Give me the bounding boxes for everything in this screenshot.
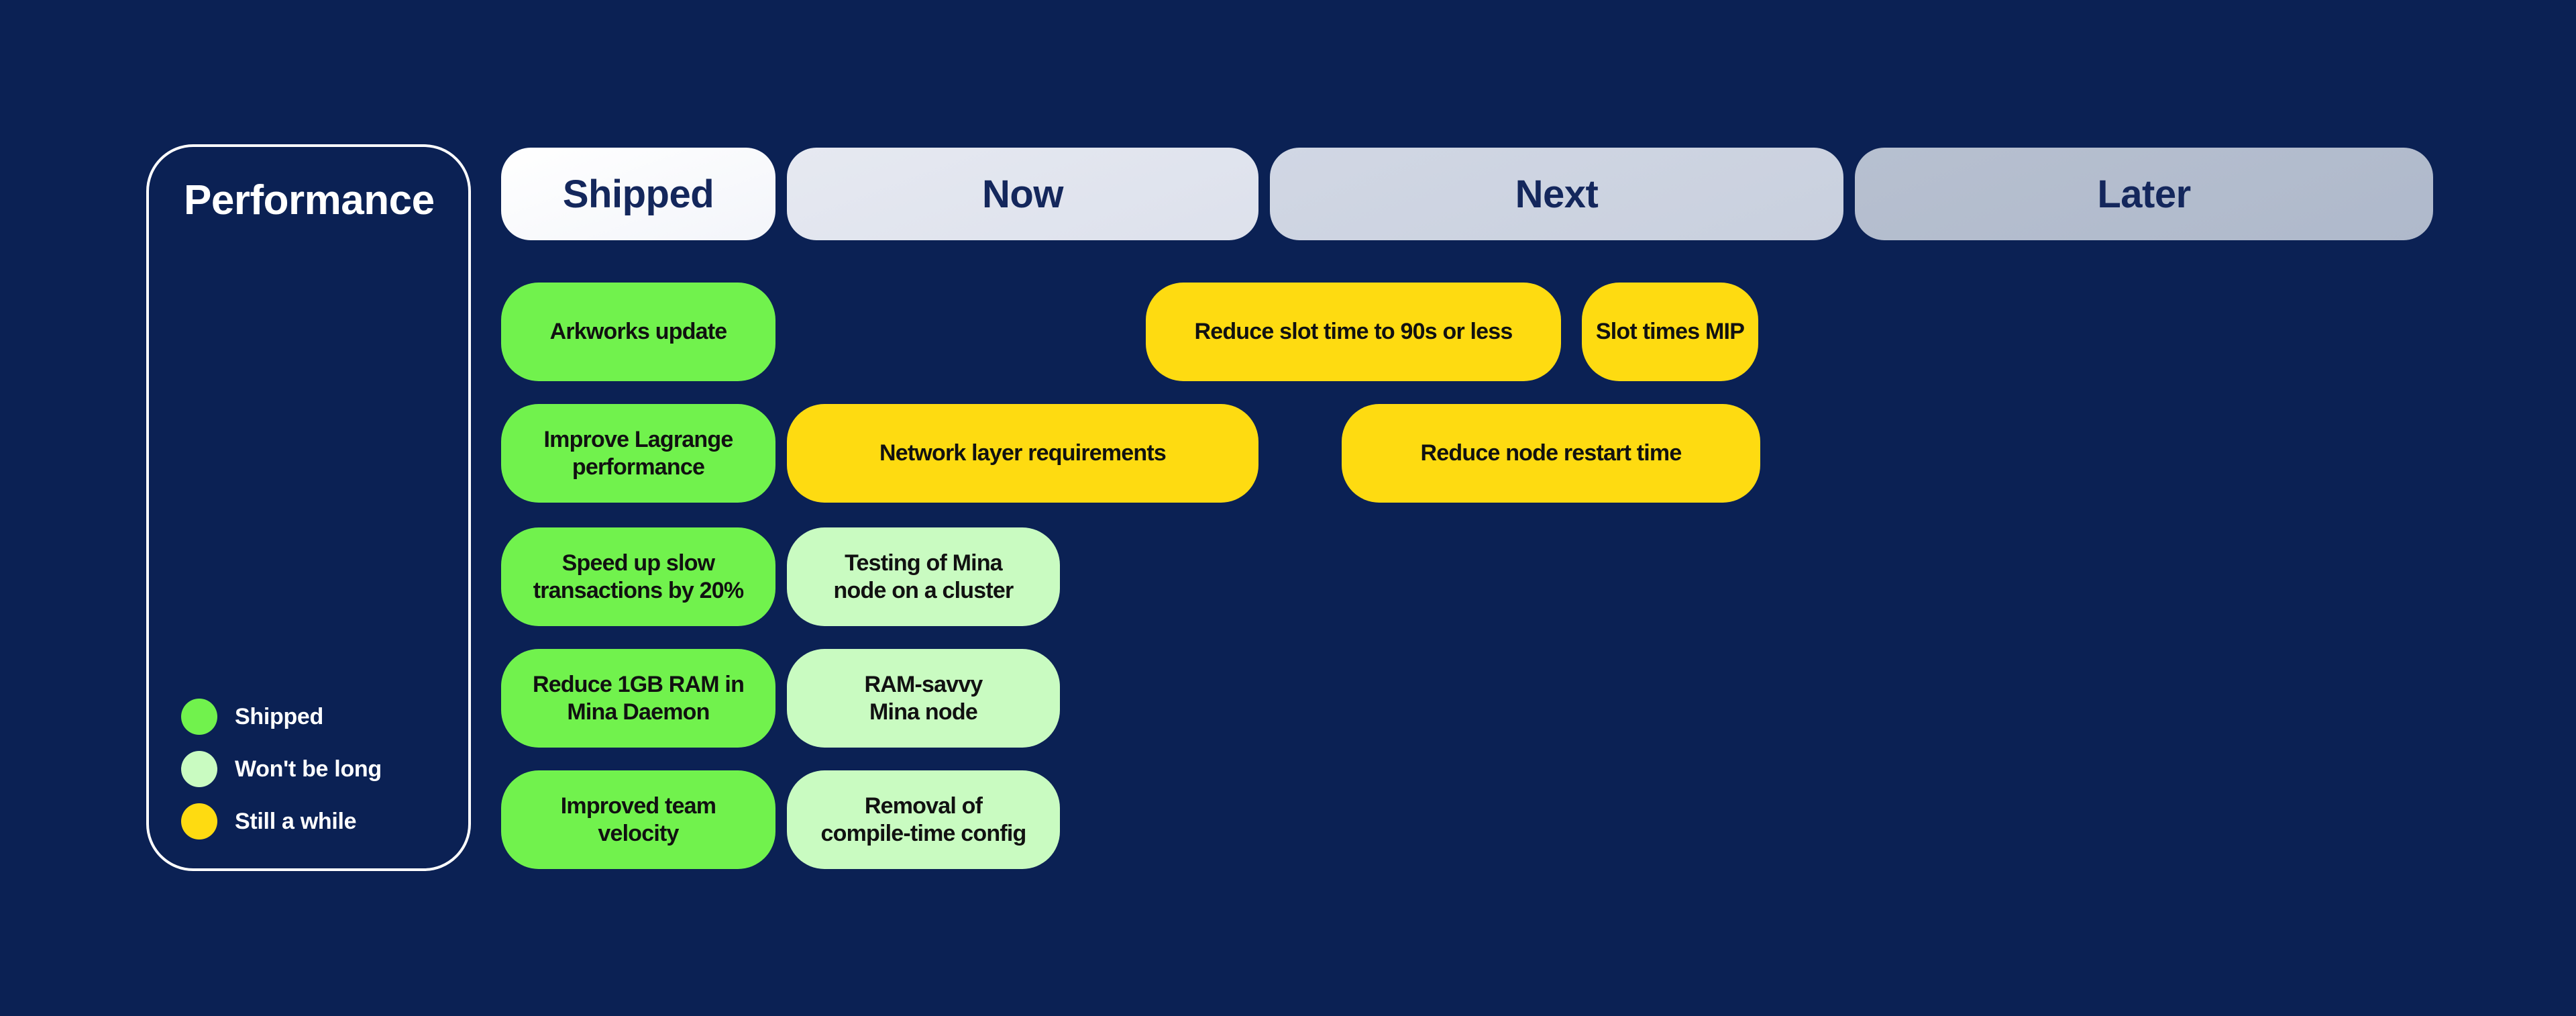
roadmap-card[interactable]: Reduce slot time to 90s or less xyxy=(1146,283,1561,381)
legend-dot-wont-be-long xyxy=(181,751,217,787)
roadmap-card[interactable]: Arkworks update xyxy=(501,283,775,381)
legend-item-still-a-while: Still a while xyxy=(181,803,382,840)
column-header-shipped: Shipped xyxy=(501,148,775,240)
roadmap-card[interactable]: Slot times MIP xyxy=(1582,283,1758,381)
roadmap-card[interactable]: Network layer requirements xyxy=(787,404,1258,503)
roadmap-card[interactable]: Speed up slow transactions by 20% xyxy=(501,527,775,626)
roadmap-card[interactable]: Reduce 1GB RAM in Mina Daemon xyxy=(501,649,775,748)
legend-item-wont-be-long: Won't be long xyxy=(181,751,382,787)
column-header-later: Later xyxy=(1855,148,2433,240)
column-header-now: Now xyxy=(787,148,1258,240)
legend-dot-still-a-while xyxy=(181,803,217,840)
legend-label: Still a while xyxy=(235,808,357,834)
legend-label: Won't be long xyxy=(235,756,382,782)
legend-item-shipped: Shipped xyxy=(181,699,382,735)
category-panel: Performance Shipped Won't be long Still … xyxy=(146,144,471,871)
panel-title: Performance xyxy=(184,177,435,223)
legend: Shipped Won't be long Still a while xyxy=(181,699,382,840)
roadmap-card[interactable]: Testing of Mina node on a cluster xyxy=(787,527,1060,626)
legend-dot-shipped xyxy=(181,699,217,735)
roadmap-card[interactable]: RAM-savvy Mina node xyxy=(787,649,1060,748)
roadmap-card[interactable]: Improve Lagrange performance xyxy=(501,404,775,503)
column-header-next: Next xyxy=(1270,148,1843,240)
roadmap-card[interactable]: Improved team velocity xyxy=(501,770,775,869)
roadmap-card[interactable]: Reduce node restart time xyxy=(1342,404,1760,503)
legend-label: Shipped xyxy=(235,703,324,729)
roadmap-card[interactable]: Removal of compile-time config xyxy=(787,770,1060,869)
